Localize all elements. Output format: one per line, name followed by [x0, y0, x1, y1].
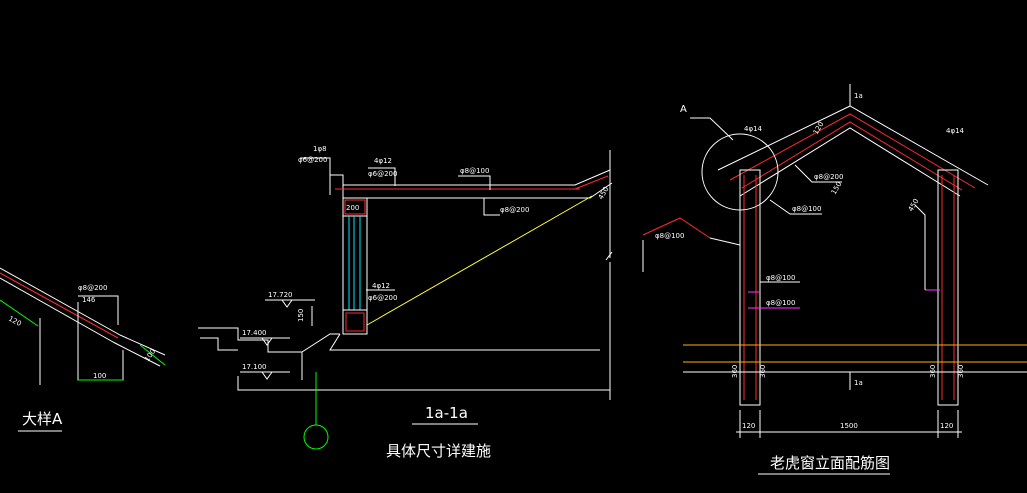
dormer-elevation: A 1a 1a φ8@100 4φ14 4φ14 120 φ8@200 φ8@1… [642, 84, 1027, 475]
section-title: 1a-1a [425, 404, 468, 422]
lower-beam [342, 309, 368, 335]
dim-line [0, 299, 39, 327]
leader-slab [458, 175, 491, 190]
beam-note-1: 4φ12 [374, 157, 392, 165]
elev-1-mark [281, 299, 293, 308]
elevation-title: 老虎窗立面配筋图 [770, 454, 890, 472]
dim-360-4: 360 [957, 365, 965, 378]
dim-150-label: 150 [297, 309, 305, 322]
section-mark-top: 1a [854, 92, 863, 100]
dim-450: 450 [907, 197, 921, 213]
elev-3-mark [261, 371, 273, 380]
top-note-2: φ6@200 [298, 156, 327, 164]
lower-note-1: 4φ12 [372, 282, 390, 290]
callout-label: A [680, 104, 687, 115]
dim-360-3: 360 [929, 365, 937, 378]
detail-a-title: 大样A [22, 410, 63, 428]
slab-note-2: φ8@200 [500, 206, 529, 214]
beam-note-2: φ6@200 [368, 170, 397, 178]
elev-3-label: 17.100 [242, 363, 267, 371]
rebar-line [0, 272, 119, 339]
beam-size-label: 200 [346, 204, 359, 212]
top-beam [342, 197, 368, 217]
rebar-left-top: 4φ14 [744, 125, 763, 133]
roof-top-line-2 [119, 334, 166, 356]
stair-lower [200, 337, 238, 351]
roof-bottom-line-2 [112, 341, 161, 367]
roof-inner [739, 127, 961, 197]
roof-outer [717, 105, 989, 186]
side-detail [642, 217, 711, 239]
roof-bottom-line [0, 277, 114, 343]
leader-top [300, 157, 331, 175]
rebar-mid-2: φ8@100 [792, 205, 821, 213]
leader [78, 295, 119, 325]
section-subtitle: 具体尺寸详建施 [386, 442, 491, 460]
left-column [739, 169, 761, 406]
callout-leader [690, 117, 734, 141]
leader-mid-1 [794, 164, 842, 183]
axis-bubble [303, 424, 329, 450]
slab-rebar-2 [574, 175, 609, 190]
leader-mid-2 [769, 199, 822, 215]
section-mark-bottom: 1a [854, 379, 863, 387]
dim-120-left: 120 [742, 422, 755, 430]
ground-line [238, 389, 611, 400]
slab-note-1: φ8@100 [460, 167, 489, 175]
slope-line [366, 195, 593, 326]
rebar-label: φ8@200 [78, 284, 107, 292]
detail-a: φ8@200 146 120 100 100 大样A [0, 267, 166, 432]
elev-2-label: 17.400 [242, 329, 267, 337]
rebar-wall-2: φ8@100 [766, 299, 795, 307]
dim-100b-label: 100 [143, 348, 157, 364]
roof-rebar-top [729, 113, 976, 189]
slab-bottom [330, 174, 613, 199]
section-1a: 17.720 17.400 17.100 150 1φ8 φ6@200 4φ12… [198, 145, 613, 460]
top-note-1: 1φ8 [313, 145, 327, 153]
rebar-mid-1: φ8@200 [814, 173, 843, 181]
inner-leader [914, 204, 926, 290]
rebar-wall-1: φ8@100 [766, 274, 795, 282]
leader-beam [368, 167, 396, 186]
callout-circle [701, 133, 779, 211]
dim-150: 150 [830, 180, 844, 196]
slope-dim-label: 450 [597, 185, 611, 201]
beam-outline [77, 302, 124, 381]
rebar-side-label: φ8@100 [655, 232, 684, 240]
base-line [329, 333, 600, 351]
dim-1500: 1500 [840, 422, 858, 430]
rebar-right-top: 4φ14 [946, 127, 965, 135]
dim-120-label: 120 [7, 315, 23, 328]
dim-120-right: 120 [940, 422, 953, 430]
elev-1-label: 17.720 [268, 291, 293, 299]
slab-top [343, 169, 611, 186]
dim-360-1: 360 [731, 365, 739, 378]
stair-connect [301, 333, 340, 353]
lower-beam-rebar [345, 312, 365, 332]
right-column [937, 169, 959, 406]
dim-146-label: 146 [82, 296, 96, 304]
dim-100-label: 100 [93, 372, 106, 380]
dim-line-100b [139, 344, 166, 366]
elev-2-mark [261, 337, 273, 346]
side-detail-leader [709, 237, 741, 246]
lower-note-2: φ6@200 [368, 294, 397, 302]
break-mark [605, 251, 613, 261]
leader-slab-2 [483, 198, 500, 216]
top-beam-rebar [344, 199, 366, 215]
dim-360-2: 360 [759, 365, 767, 378]
roof-top-line [0, 267, 121, 336]
stair-base [237, 376, 300, 391]
